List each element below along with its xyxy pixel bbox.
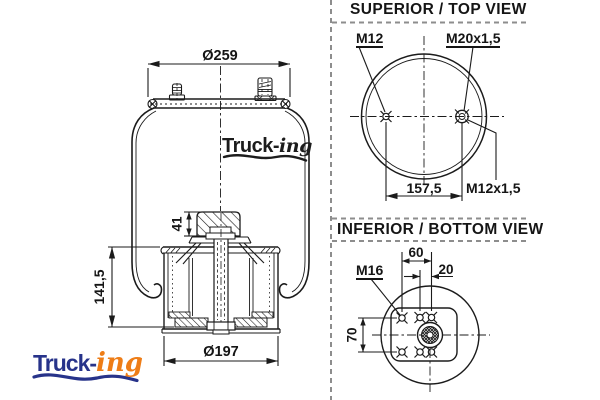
- m12x15-leader-line: [467, 119, 497, 180]
- top-view-title: SUPERIOR / TOP VIEW: [350, 1, 527, 18]
- bottom-view-drawing: [358, 252, 490, 392]
- bolt-hole: [413, 311, 427, 324]
- watermark-text-script: ing: [279, 135, 312, 157]
- center-hub: [416, 321, 444, 349]
- section-separators: [330, 0, 529, 400]
- m20-leader-line: [463, 46, 474, 112]
- m12-leader-line: [358, 46, 386, 113]
- dim-41-lines: [184, 211, 204, 237]
- dim-70-label: 70: [344, 327, 360, 343]
- dim-41-label: 41: [169, 216, 185, 232]
- left-stud-m12: [168, 83, 186, 101]
- logo-swoosh: [32, 373, 139, 383]
- watermark-text-bold: Truck-: [222, 135, 280, 157]
- watermark-swoosh: [222, 154, 308, 162]
- m16-leader-line: [370, 278, 401, 316]
- logo-text-script: ing: [96, 348, 143, 378]
- dim-141-label: 141,5: [91, 269, 107, 305]
- trucking-logo: Truck-ing: [33, 350, 143, 376]
- m20-hole: [454, 109, 470, 124]
- dim-259-label: Ø259: [202, 48, 238, 64]
- dim-70-lines: [358, 317, 397, 353]
- bellows-watermark: Truck-ing: [222, 136, 312, 156]
- m16-label: M16: [356, 262, 384, 280]
- bolt-hole: [425, 345, 438, 359]
- top-view-drawing: [350, 36, 504, 201]
- bolt-hole: [395, 345, 409, 359]
- top-plate: [147, 98, 291, 110]
- logo-text-bold: Truck-: [33, 350, 97, 376]
- m20-label: M20x1,5: [446, 30, 501, 48]
- dim-259-lines: [147, 60, 291, 97]
- bolt-hole: [425, 311, 438, 324]
- bottom-view-title: INFERIOR / BOTTOM VIEW: [337, 221, 544, 238]
- center-bolt: [205, 213, 236, 335]
- dim-157-lines: [385, 122, 463, 201]
- bolt-hole: [395, 311, 409, 325]
- dim-60-lines: [401, 252, 433, 312]
- dim-197-label: Ø197: [203, 344, 239, 360]
- right-stud-m20: [254, 77, 277, 102]
- bolt-hole: [413, 345, 427, 359]
- dim-197-lines: [163, 336, 279, 366]
- dim-60-label: 60: [408, 245, 424, 260]
- dim-20-lines: [404, 270, 453, 311]
- bottom-plate: [390, 307, 458, 362]
- dim-20-label: 20: [438, 262, 454, 277]
- side-view-drawing: [108, 60, 310, 366]
- bellows-outline: [131, 107, 310, 299]
- dim-141-lines: [108, 246, 174, 328]
- dim-157-label: 157,5: [406, 180, 442, 196]
- m12-label: M12: [356, 30, 384, 48]
- m12x15-label: M12x1,5: [466, 180, 521, 196]
